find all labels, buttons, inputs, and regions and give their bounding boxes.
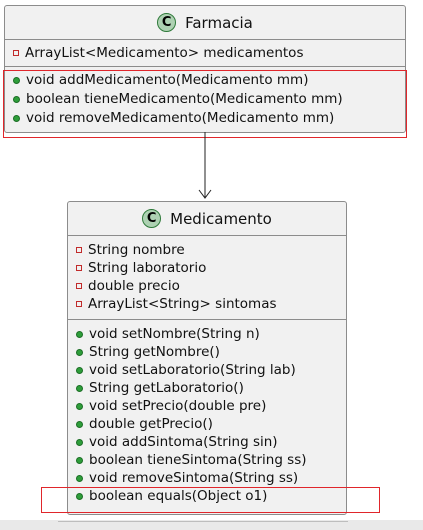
method-row: boolean equals(Object o1) <box>68 487 267 505</box>
class-header: C Farmacia <box>5 6 405 39</box>
public-visibility-icon <box>76 438 83 446</box>
field-text: String laboratorio <box>88 260 207 276</box>
method-row: boolean tieneMedicamento(Medicamento mm) <box>5 90 343 108</box>
class-name: Medicamento <box>170 209 272 228</box>
bottom-bar <box>0 520 423 530</box>
field-row: String laboratorio <box>68 259 206 277</box>
method-row: void removeMedicamento(Medicamento mm) <box>5 109 334 127</box>
method-text: boolean equals(Object o1) <box>89 488 268 504</box>
class-stereotype-icon: C <box>157 13 177 32</box>
field-row: ArrayList<String> sintomas <box>68 295 277 313</box>
method-row: void setLaboratorio(String lab) <box>68 361 296 379</box>
field-row: ArrayList<Medicamento> medicamentos <box>5 44 303 62</box>
methods-section: void setNombre(String n) String getNombr… <box>68 319 346 516</box>
public-visibility-icon <box>13 76 20 84</box>
method-text: void setNombre(String n) <box>89 326 260 342</box>
class-header: C Medicamento <box>68 202 346 235</box>
public-visibility-icon <box>76 456 83 464</box>
public-visibility-icon <box>76 492 83 500</box>
method-text: double getPrecio() <box>89 416 213 432</box>
class-stereotype-icon: C <box>142 209 162 228</box>
class-medicamento: C Medicamento String nombre String labor… <box>67 201 347 515</box>
field-row: double precio <box>68 277 180 295</box>
class-farmacia: C Farmacia ArrayList<Medicamento> medica… <box>4 5 406 133</box>
method-text: boolean tieneMedicamento(Medicamento mm) <box>26 91 343 107</box>
method-text: String getNombre() <box>89 344 220 360</box>
private-visibility-icon <box>76 283 82 289</box>
association-arrow <box>198 132 212 199</box>
method-text: void setLaboratorio(String lab) <box>89 362 296 378</box>
method-text: void addMedicamento(Medicamento mm) <box>26 72 309 88</box>
public-visibility-icon <box>76 348 83 356</box>
public-visibility-icon <box>76 420 83 428</box>
fields-section: ArrayList<Medicamento> medicamentos <box>5 39 405 66</box>
private-visibility-icon <box>76 265 82 271</box>
fields-section: String nombre String laboratorio double … <box>68 235 346 319</box>
class-name: Farmacia <box>185 13 253 32</box>
field-text: ArrayList<Medicamento> medicamentos <box>25 45 304 61</box>
method-row: void setNombre(String n) <box>68 325 260 343</box>
field-row: String nombre <box>68 241 185 259</box>
private-visibility-icon <box>13 50 19 56</box>
field-text: double precio <box>88 278 180 294</box>
public-visibility-icon <box>76 330 83 338</box>
method-text: void removeSintoma(String ss) <box>89 470 299 486</box>
private-visibility-icon <box>76 247 82 253</box>
private-visibility-icon <box>76 301 82 307</box>
method-row: double getPrecio() <box>68 415 213 433</box>
arrow-head <box>198 189 212 199</box>
method-text: void setPrecio(double pre) <box>89 398 267 414</box>
method-row: void addSintoma(String sin) <box>68 433 278 451</box>
field-text: String nombre <box>88 242 185 258</box>
public-visibility-icon <box>76 402 83 410</box>
method-row: String getLaboratorio() <box>68 379 244 397</box>
method-text: String getLaboratorio() <box>89 380 244 396</box>
public-visibility-icon <box>13 114 20 122</box>
methods-section: void addMedicamento(Medicamento mm) bool… <box>5 66 405 133</box>
public-visibility-icon <box>76 384 83 392</box>
method-row: boolean tieneSintoma(String ss) <box>68 451 307 469</box>
method-text: boolean tieneSintoma(String ss) <box>89 452 307 468</box>
field-text: ArrayList<String> sintomas <box>88 296 277 312</box>
public-visibility-icon <box>76 366 83 374</box>
method-row: void addMedicamento(Medicamento mm) <box>5 71 308 89</box>
method-text: void removeMedicamento(Medicamento mm) <box>26 110 335 126</box>
method-row: String getNombre() <box>68 343 220 361</box>
public-visibility-icon <box>13 95 20 103</box>
method-row: void setPrecio(double pre) <box>68 397 266 415</box>
method-text: void addSintoma(String sin) <box>89 434 278 450</box>
bottom-divider <box>58 521 348 522</box>
public-visibility-icon <box>76 474 83 482</box>
method-row: void removeSintoma(String ss) <box>68 469 298 487</box>
